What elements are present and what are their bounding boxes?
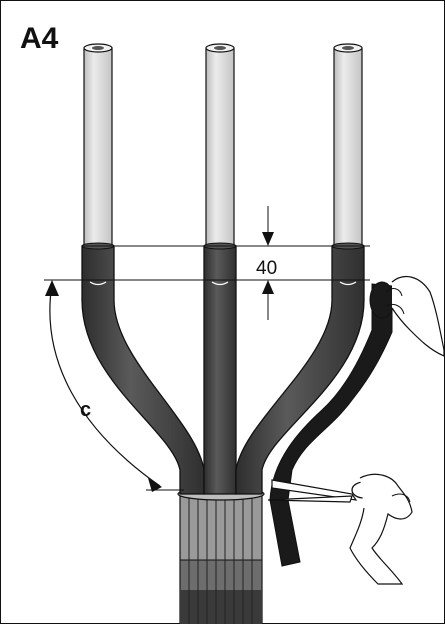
sheath-right (235, 245, 365, 495)
sheath-middle (203, 245, 237, 495)
step-label: A4 (20, 22, 59, 55)
sheath-left (81, 245, 205, 495)
cable-body (177, 487, 265, 624)
dimension-40-label: 40 (256, 258, 277, 279)
scissors-hand (267, 473, 413, 585)
core-left (83, 43, 113, 249)
dimension-c-label: c (80, 399, 91, 421)
core-right (333, 43, 363, 249)
core-middle (205, 43, 235, 249)
sheath-marks (89, 281, 357, 286)
dimension-c (45, 280, 184, 492)
tape-hand (269, 275, 445, 567)
